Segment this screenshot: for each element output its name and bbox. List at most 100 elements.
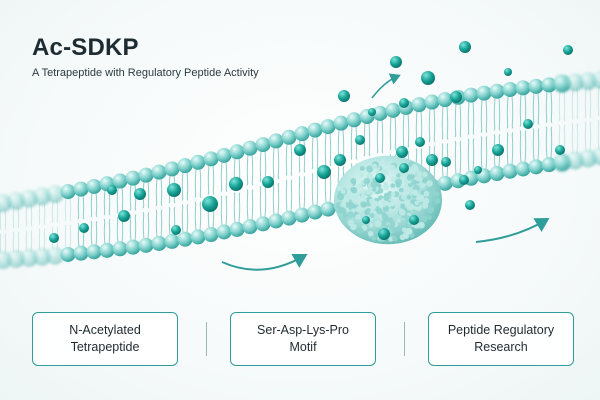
lipid-tail bbox=[272, 146, 275, 180]
vesicle-bead bbox=[337, 193, 345, 201]
vesicle-bead bbox=[347, 211, 354, 218]
lipid-bilayer bbox=[0, 70, 600, 270]
lipid-head bbox=[294, 207, 310, 223]
vesicle-bead bbox=[374, 202, 379, 207]
lipid-tail bbox=[51, 199, 54, 224]
vesicle-bead bbox=[367, 230, 374, 237]
peptide-molecules bbox=[49, 41, 573, 243]
lipid-tail bbox=[90, 220, 93, 246]
vesicle-bead bbox=[353, 198, 359, 205]
lipid-head bbox=[515, 161, 531, 177]
vesicle-bead bbox=[381, 213, 389, 221]
peptide-molecule bbox=[399, 98, 409, 108]
lipid-tail bbox=[285, 143, 288, 177]
vesicle-bead bbox=[369, 213, 375, 218]
divider bbox=[404, 322, 405, 356]
vesicle-bead bbox=[340, 202, 347, 209]
lipid-head-pair bbox=[151, 164, 167, 251]
peptide-molecule bbox=[504, 68, 512, 76]
vesicle-bead bbox=[363, 177, 371, 185]
lipid-head bbox=[463, 87, 479, 103]
peptide-molecule bbox=[229, 177, 243, 191]
lipid-head bbox=[46, 185, 64, 204]
lipid-tail bbox=[485, 99, 488, 133]
vesicle-bead bbox=[350, 177, 357, 184]
lipid-tail bbox=[485, 136, 488, 170]
lipid-tail bbox=[290, 143, 293, 177]
peptide-molecule bbox=[202, 196, 218, 212]
vesicle-bead bbox=[427, 186, 432, 192]
vesicle-bead bbox=[391, 192, 396, 197]
lipid-tail bbox=[402, 113, 405, 148]
lipid-head-pair bbox=[60, 184, 76, 262]
vesicle-bead bbox=[406, 194, 412, 200]
card-line: Research bbox=[474, 340, 528, 354]
vesicle-bead bbox=[403, 186, 411, 194]
divider bbox=[206, 322, 207, 356]
card-n-acetylated-tetrapeptide: N-Acetylated Tetrapeptide bbox=[32, 312, 178, 366]
lipid-tail bbox=[545, 126, 548, 159]
lipid-tail bbox=[550, 90, 553, 124]
lipid-head-pair bbox=[242, 140, 258, 235]
vesicle-bead bbox=[404, 199, 411, 206]
lipid-tail bbox=[12, 231, 15, 254]
lipid-tail bbox=[519, 130, 522, 164]
lipid-tail bbox=[389, 116, 392, 151]
lipid-tail bbox=[355, 125, 358, 160]
vesicle-bead bbox=[395, 178, 402, 186]
lipid-tail bbox=[103, 189, 106, 216]
vesicle-bead bbox=[347, 219, 354, 226]
flow-arrow-top bbox=[371, 73, 401, 99]
lipid-tail bbox=[181, 171, 184, 201]
vesicle-bead bbox=[357, 227, 364, 234]
lipid-head-pair bbox=[437, 92, 453, 191]
lipid-head-pair bbox=[320, 119, 336, 217]
lipid-tail bbox=[550, 126, 553, 159]
lipid-tail bbox=[324, 132, 327, 167]
lipid-head-pair bbox=[502, 81, 518, 179]
vesicle-bead bbox=[421, 215, 428, 222]
peptide-molecule bbox=[399, 163, 409, 173]
lipid-head-pair bbox=[164, 161, 180, 249]
vesicle-bead bbox=[382, 183, 390, 191]
peptide-molecule bbox=[409, 215, 419, 225]
lipid-head-pair bbox=[489, 83, 505, 182]
card-line: Tetrapeptide bbox=[70, 340, 140, 354]
vesicle-bead bbox=[368, 223, 374, 228]
vesicle-bead bbox=[381, 168, 389, 176]
lipid-head bbox=[242, 219, 258, 235]
vesicle-bead bbox=[355, 214, 361, 220]
vesicle-bead bbox=[434, 191, 440, 197]
lipid-tail bbox=[467, 138, 470, 173]
lipid-tail bbox=[51, 226, 54, 250]
vesicle-bead bbox=[392, 236, 398, 242]
vesicle-bead bbox=[400, 194, 407, 200]
lipid-tail bbox=[584, 87, 587, 119]
lipid-tail bbox=[155, 178, 158, 207]
lipid-tail bbox=[441, 143, 444, 178]
peptide-molecule bbox=[441, 157, 451, 167]
lipid-head bbox=[307, 204, 323, 220]
lipid-head bbox=[502, 81, 518, 97]
lipid-tail bbox=[225, 161, 228, 193]
vesicle-bead bbox=[355, 167, 361, 172]
card-line: Peptide Regulatory bbox=[447, 323, 555, 337]
peptide-molecule bbox=[355, 135, 365, 145]
lipid-tail bbox=[259, 185, 262, 218]
lipid-head bbox=[476, 85, 492, 101]
lipid-tail bbox=[446, 143, 449, 178]
vesicle-bead bbox=[390, 221, 396, 226]
lipid-head-pair bbox=[203, 151, 219, 243]
lipid-tail bbox=[0, 233, 2, 255]
vesicle-bead bbox=[406, 174, 414, 181]
lipid-tail bbox=[199, 201, 202, 231]
lipid-tail bbox=[316, 136, 319, 170]
lipid-tail bbox=[277, 146, 280, 180]
lipid-tail bbox=[181, 204, 184, 234]
lipid-tail bbox=[311, 136, 314, 170]
lipid-head-pair bbox=[541, 77, 557, 173]
lipid-tail bbox=[43, 228, 46, 251]
lipid-tail bbox=[459, 103, 462, 138]
lipid-tail bbox=[571, 123, 574, 155]
lipid-tail bbox=[199, 168, 202, 198]
